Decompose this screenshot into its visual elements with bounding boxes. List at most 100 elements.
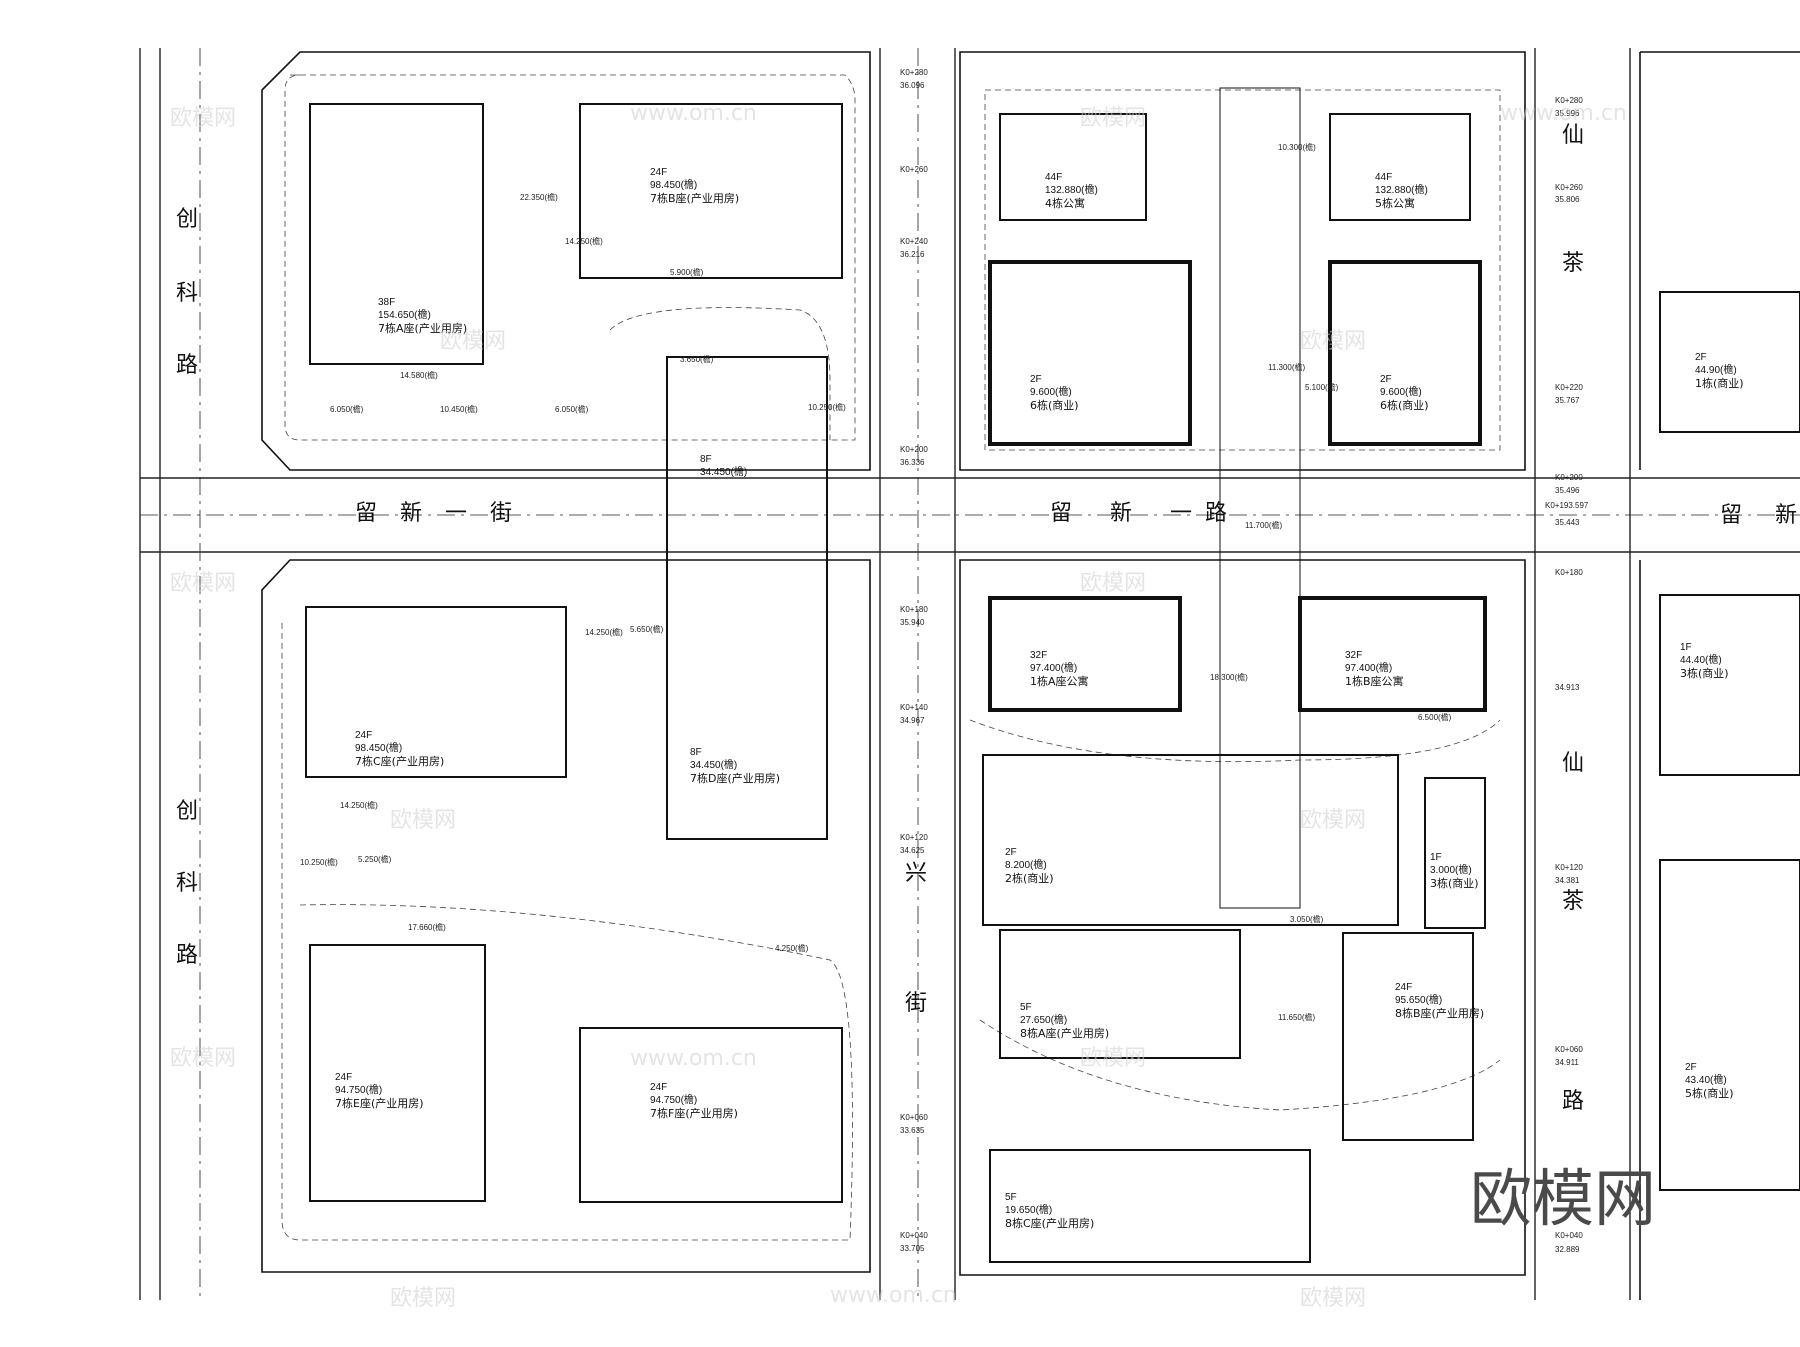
building-height-label: 98.450(檐) [355, 741, 402, 754]
station-label: K0+060 [1555, 1045, 1583, 1054]
building-name-label: 8栋C座(产业用房) [1005, 1216, 1094, 1230]
road-xiancha-lower-char-1: 仙 [1562, 751, 1584, 776]
building-height-label: 9.600(檐) [1030, 385, 1072, 398]
level-label: 5.250(檐) [358, 854, 392, 864]
building-height-label: 34.450(檐) [700, 465, 747, 478]
building-height-label: 95.650(檐) [1395, 993, 1442, 1006]
building-name-label: 7栋F座(产业用房) [650, 1106, 738, 1120]
road-east-right-char-1: 留 [1720, 503, 1742, 528]
building-footprints [305, 87, 1800, 1263]
building-floors-label: 24F [1395, 982, 1412, 993]
building-floors-label: 24F [650, 167, 667, 178]
building-height-label: 44.90(檐) [1695, 363, 1737, 376]
level-label: 17.660(檐) [408, 922, 446, 932]
station-label: K0+193.597 [1545, 501, 1589, 510]
road-liuxin-char-2: 新 [1110, 501, 1132, 526]
level-label: 6.050(檐) [555, 404, 589, 414]
building-name-label: 7栋A座(产业用房) [378, 321, 467, 335]
watermark-text: 欧模网 [1300, 329, 1366, 354]
building-name-label: 7栋C座(产业用房) [355, 754, 444, 768]
building-name-label: 6栋(商业) [1380, 398, 1429, 412]
building-height-label: 19.650(檐) [1005, 1203, 1052, 1216]
road-west-char-1: 创 [176, 207, 198, 232]
watermark-text: 欧模网 [1080, 106, 1146, 131]
station-label: K0+180 [900, 605, 928, 614]
station-label: 36.336 [900, 458, 925, 467]
level-label: 14.250(檐) [585, 627, 623, 637]
station-label: K0+260 [900, 165, 928, 174]
watermark-text: 欧模网 [170, 106, 236, 131]
watermark-text: 欧模网 [170, 571, 236, 596]
level-label: 3.650(檐) [680, 354, 714, 364]
building-floors-label: 2F [1685, 1062, 1697, 1073]
station-label: 35.806 [1555, 195, 1580, 204]
building-floors-label: 2F [1380, 374, 1392, 385]
station-label: K0+060 [900, 1113, 928, 1122]
watermark-text: 欧模网 [170, 1046, 236, 1071]
building-name-label: 1栋(商业) [1695, 376, 1744, 390]
building-name-label: 1栋A座公寓 [1030, 674, 1089, 688]
building-floors-label: 8F [690, 747, 702, 758]
building-name-label: 7栋E座(产业用房) [335, 1096, 424, 1110]
level-label: 11.650(檐) [1278, 1012, 1316, 1022]
level-label: 14.250(檐) [565, 236, 603, 246]
road-xiancha-upper-char-2: 茶 [1562, 251, 1584, 276]
level-label: 18.300(檐) [1210, 672, 1248, 682]
building-floors-label: 1F [1680, 642, 1692, 653]
level-label: 5.900(檐) [670, 267, 704, 277]
building-floors-label: 8F [700, 454, 712, 465]
level-label: 5.100(檐) [1305, 382, 1339, 392]
road-xing-char-1: 兴 [905, 861, 927, 886]
road-xing-char-2: 街 [905, 991, 927, 1016]
building-height-label: 154.650(檐) [378, 308, 431, 321]
station-label: 33.635 [900, 1126, 925, 1135]
level-label: 14.580(檐) [400, 370, 438, 380]
station-label: K0+240 [900, 237, 928, 246]
watermark-text: 欧模网 [1300, 808, 1366, 833]
level-label: 11.700(檐) [1245, 520, 1283, 530]
building-floors-label: 5F [1020, 1002, 1032, 1013]
building-floors-label: 32F [1030, 650, 1047, 661]
station-label: K0+180 [1555, 568, 1583, 577]
station-label: 35.996 [1555, 109, 1580, 118]
road-west-char-2: 科 [176, 281, 198, 306]
watermark-text: 欧模网 [1080, 1046, 1146, 1071]
building-height-label: 97.400(檐) [1030, 661, 1077, 674]
building-height-label: 43.40(檐) [1685, 1073, 1727, 1086]
station-label: 35.443 [1555, 518, 1580, 527]
level-label: 3.050(檐) [1290, 914, 1324, 924]
station-label: K0+280 [900, 68, 928, 77]
station-label: 33.705 [900, 1244, 925, 1253]
station-label: 35.496 [1555, 486, 1580, 495]
station-label: 34.381 [1555, 876, 1580, 885]
building-name-label: 2栋(商业) [1005, 871, 1054, 885]
building-height-label: 3.000(檐) [1430, 863, 1472, 876]
watermark-text: www.om.cn [630, 1046, 757, 1071]
road-liuxin-char-1: 留 [1050, 501, 1072, 526]
level-label: 5.650(檐) [630, 624, 664, 634]
road-liuxin-char-3: 一 [1170, 501, 1192, 526]
station-label: 34.625 [900, 846, 925, 855]
road-west-lower-char-3: 路 [176, 943, 198, 968]
watermark-text: 欧模网 [390, 1286, 456, 1311]
watermark-text: 欧模网 [1300, 1286, 1366, 1311]
building-height-label: 9.600(檐) [1380, 385, 1422, 398]
building-name-label: 7栋D座(产业用房) [690, 771, 780, 785]
road-west-lower-char-2: 科 [176, 871, 198, 896]
level-label: 4.250(檐) [775, 943, 809, 953]
station-label: 32.889 [1555, 1245, 1580, 1254]
building-name-label: 6栋(商业) [1030, 398, 1079, 412]
road-network [139, 48, 1800, 1300]
building-floors-label: 24F [355, 730, 372, 741]
road-xiancha-lower-char-3: 路 [1562, 1089, 1584, 1114]
watermark-text: 欧模网 [1080, 571, 1146, 596]
station-label: K0+040 [1555, 1231, 1583, 1240]
road-west-lower-char-1: 创 [176, 799, 198, 824]
building-height-label: 44.40(檐) [1680, 653, 1722, 666]
road-xiancha-lower-char-2: 茶 [1562, 889, 1584, 914]
road-liuxin1-char-2: 新 [400, 501, 422, 526]
level-label: 10.250(檐) [300, 857, 338, 867]
building-name-label: 4栋公寓 [1045, 196, 1085, 210]
watermark-text: www.om.cn [630, 101, 757, 126]
